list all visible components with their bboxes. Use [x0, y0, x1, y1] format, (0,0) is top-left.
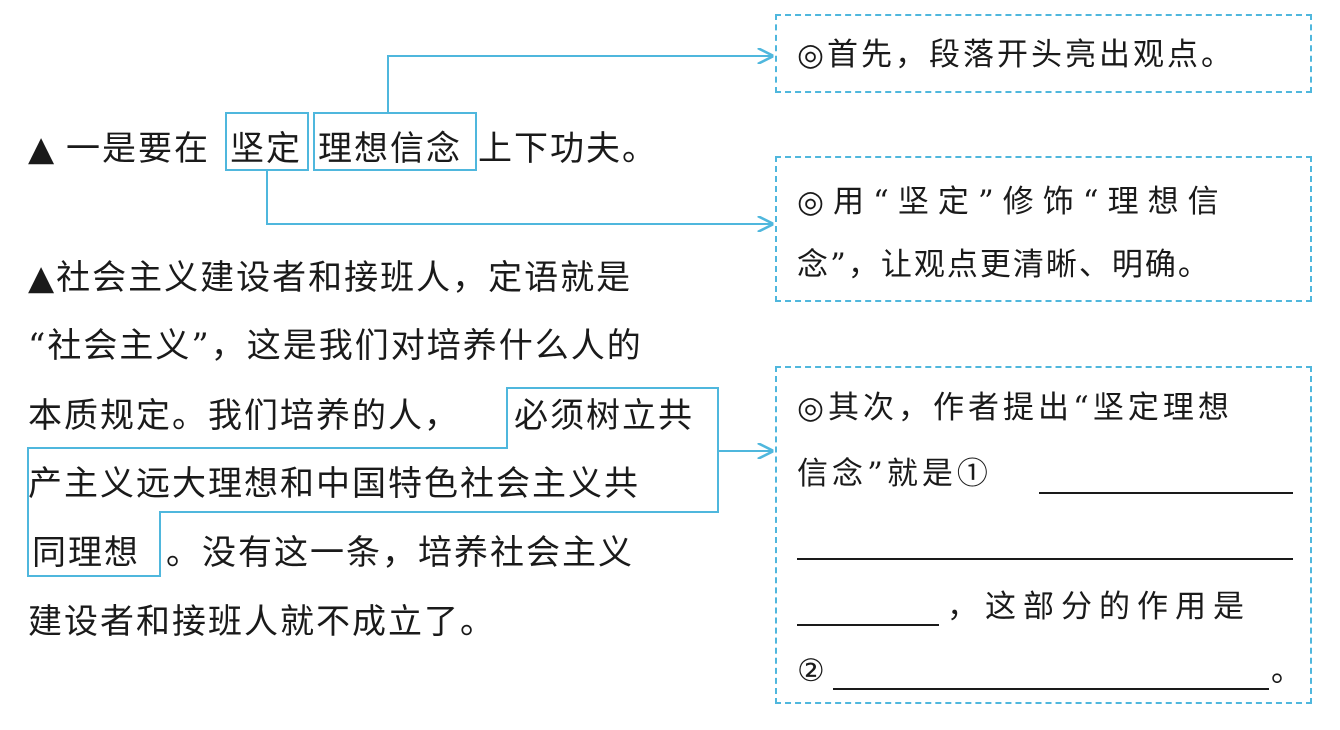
- point2-line4: 产主义远大理想和中国特色社会主义共: [28, 464, 640, 504]
- note3-box: ◎其次，作者提出“坚定理想 信念”就是① ，这部分的作用是 ② 。: [775, 366, 1312, 704]
- note3-line4: ，这部分的作用是: [947, 589, 1251, 625]
- connector-to-note1: [387, 56, 772, 112]
- answer-blank-2[interactable]: [833, 688, 1269, 690]
- note3-line5-period: 。: [1271, 653, 1303, 689]
- note3-line5-circle2: ②: [797, 653, 826, 689]
- point2-line3a: 本质规定。我们培养的人，: [28, 396, 460, 436]
- highlight-box-jianding: [225, 112, 309, 171]
- highlight-box-lixiang: [313, 112, 477, 171]
- point1-marker: ▲: [28, 129, 57, 169]
- point1-highlight-jianding: 坚定: [230, 129, 302, 169]
- note2-line2: 念”，让观点更清晰、明确。: [797, 247, 1211, 283]
- point2-line5b: 。没有这一条，培养社会主义: [166, 533, 634, 573]
- answer-blank-1c[interactable]: [797, 624, 939, 626]
- answer-blank-1a[interactable]: [1039, 492, 1293, 494]
- connector-to-note2: [266, 171, 772, 224]
- point2-line3b: 必须树立共: [514, 396, 694, 436]
- point1-text-before: 一是要在: [66, 129, 210, 169]
- note2-line1: ◎用“坚定”修饰“理想信: [797, 184, 1228, 220]
- note1-text: ◎首先，段落开头亮出观点。: [797, 37, 1236, 73]
- point2-line1: ▲社会主义建设者和接班人，定语就是: [28, 258, 633, 298]
- note3-line2: 信念”就是①: [797, 456, 992, 492]
- note1-box: ◎首先，段落开头亮出观点。: [775, 14, 1312, 93]
- answer-blank-1b[interactable]: [797, 558, 1293, 560]
- point1-text-after: 上下功夫。: [478, 129, 658, 169]
- point2-line2: “社会主义”，这是我们对培养什么人的: [28, 326, 643, 366]
- point1-highlight-lixiang: 理想信念: [318, 129, 462, 169]
- point2-line6: 建设者和接班人就不成立了。: [28, 602, 496, 642]
- note3-line1: ◎其次，作者提出“坚定理想: [797, 390, 1233, 426]
- note2-box: ◎用“坚定”修饰“理想信 念”，让观点更清晰、明确。: [775, 156, 1312, 302]
- point2-line5a: 同理想: [32, 533, 140, 573]
